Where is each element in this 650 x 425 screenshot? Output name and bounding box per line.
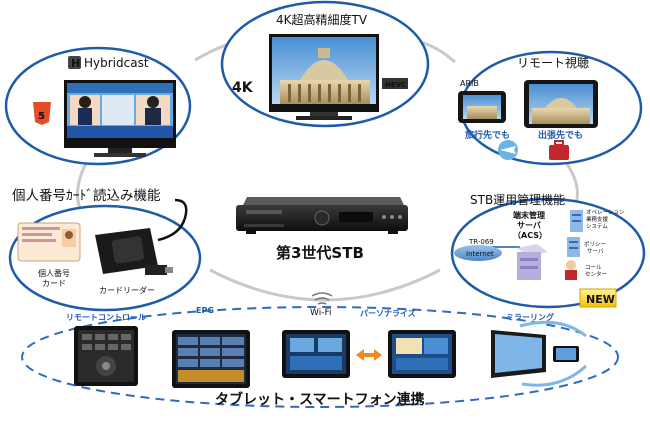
integration-title: タブレット・スマートフォン連携 — [215, 391, 425, 408]
svg-text:NEW: NEW — [586, 293, 615, 306]
travel-label: 旅行先でも — [465, 129, 510, 141]
phone-icon — [458, 91, 506, 123]
stb-mgmt-bubble: STB運用管理機能 TR-069 Internet 端末管理 サーバ （ACS）… — [450, 192, 646, 309]
mynumber-title: 個人番号ｶｰﾄﾞ読込み機能 — [12, 188, 161, 204]
new-badge: NEW — [579, 288, 617, 308]
suitcase-icon — [549, 140, 569, 160]
hybridcast-logo: H Hybridcast — [68, 56, 149, 70]
card-label-line1: 個人番号 — [38, 268, 70, 278]
acs-line3: （ACS） — [513, 230, 547, 240]
policy-line1: ポリシー — [584, 241, 606, 248]
mirroring-tv-icon — [491, 320, 588, 387]
mynumber-bubble: 個人番号ｶｰﾄﾞ読込み機能 個人番号 カード カードリーダー — [8, 188, 202, 312]
ops-line2: 業務支援 — [586, 215, 609, 223]
sync-arrow-icon — [356, 349, 382, 361]
policy-line2: サーバ — [587, 248, 604, 255]
hybridcast-tv-icon — [64, 80, 176, 157]
card-reader-icon — [95, 198, 188, 275]
personalize-label: パーソナライズ — [360, 308, 416, 318]
policy-server-icon — [567, 237, 580, 257]
trip-label: 出張先でも — [538, 129, 583, 141]
acs-line2: サーバ — [517, 221, 541, 230]
epg-tablet-icon — [172, 330, 250, 388]
stb-device: 88:88 — [236, 197, 408, 234]
card-label-line2: カード — [42, 279, 66, 288]
call-line1: コール — [585, 264, 602, 271]
svg-text:H: H — [71, 57, 80, 70]
html5-icon: 5 — [33, 102, 51, 125]
acs-server-icon — [517, 244, 548, 280]
tablet-icon — [524, 80, 598, 128]
arib-label: ARIB — [460, 79, 479, 88]
personalize-tablet-2-icon — [388, 330, 456, 378]
ops-line3: システム — [586, 223, 608, 230]
hybridcast-bubble: H Hybridcast 5 — [4, 46, 192, 166]
ops-line1: オペレーション — [586, 209, 625, 216]
wifi-label: Wi-Fi — [310, 308, 331, 318]
mynumber-card-icon — [17, 222, 81, 262]
svg-text:88:88: 88:88 — [343, 214, 363, 222]
internet-label: Internet — [466, 250, 494, 258]
internet-cloud-icon: Internet — [454, 245, 502, 261]
tv4k-bubble: 4K超高精細度TV 4K HEVC — [220, 0, 430, 128]
tablet-integration-area: Wi-Fi リモートコントロール EPG パーソナライズ ミラーリング — [21, 292, 619, 408]
personalize-tablet-1-icon — [282, 330, 350, 378]
svg-text:HEVC: HEVC — [385, 81, 406, 89]
ops-server-icon — [570, 210, 583, 232]
hevc-badge: HEVC — [382, 78, 408, 89]
remote-control-label: リモートコントロール — [66, 313, 146, 322]
remote-control-tablet-icon — [74, 326, 138, 386]
epg-label: EPG — [196, 306, 214, 315]
mirroring-label: ミラーリング — [506, 312, 554, 322]
call-center-icon — [565, 260, 577, 280]
4k-badge: 4K — [232, 80, 254, 96]
tv4k-title: 4K超高精細度TV — [276, 12, 368, 27]
remote-view-bubble: リモート視聴 ARIB 旅行先でも 出張先でも — [458, 50, 643, 166]
wifi-icon — [311, 292, 333, 305]
stb-mgmt-title: STB運用管理機能 — [470, 192, 565, 207]
airplane-icon — [498, 140, 518, 160]
tv4k-tv-icon — [269, 34, 379, 120]
hybridcast-logo-text: Hybridcast — [84, 56, 149, 70]
reader-label: カードリーダー — [99, 285, 155, 295]
call-line2: センター — [585, 270, 607, 278]
stb-label: 第3世代STB — [276, 244, 364, 262]
acs-line1: 端末管理 — [513, 210, 545, 220]
remote-view-title: リモート視聴 — [517, 55, 589, 70]
svg-text:5: 5 — [38, 111, 45, 122]
tr069-label: TR-069 — [468, 238, 494, 246]
